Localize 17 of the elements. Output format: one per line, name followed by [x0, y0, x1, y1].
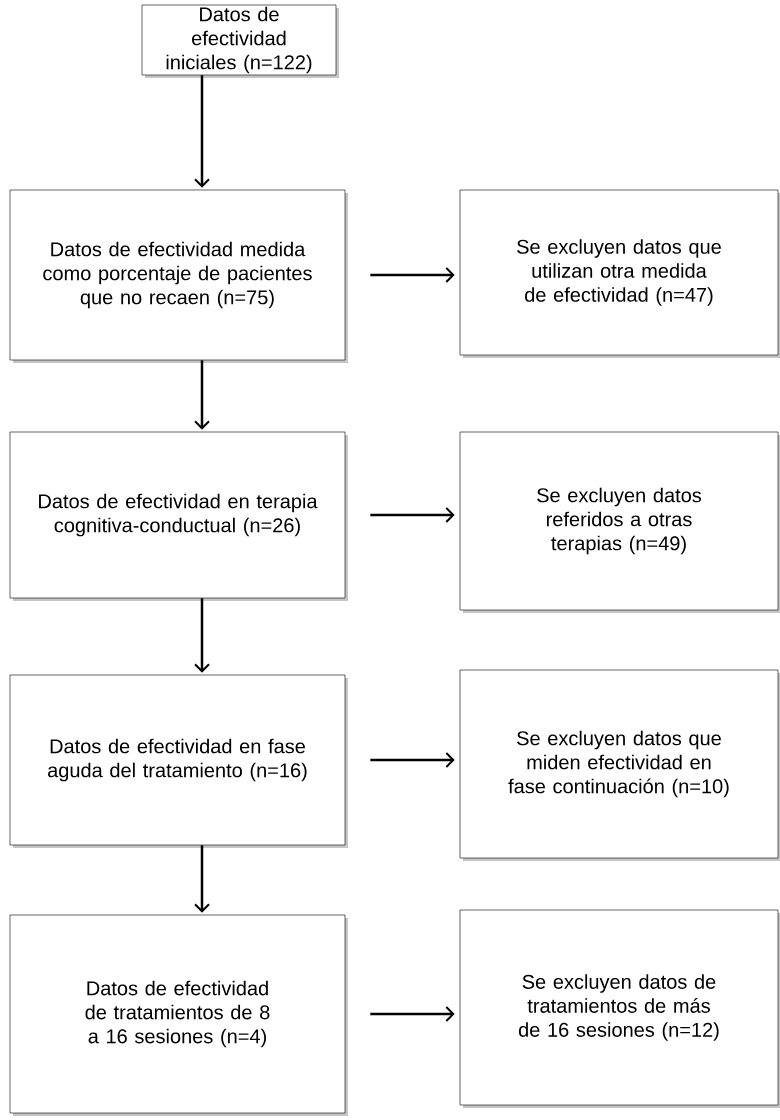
arrow: [194, 75, 210, 188]
process-box: Datos de efectividad en terapia cognitiva-conductual (n=26): [9, 431, 348, 601]
process-box: Datos de efectividad en fase aguda del tratamiento (n=16): [9, 674, 348, 848]
arrow: [194, 360, 210, 430]
process-box: Datos de efectividad iniciales (n=122): [141, 4, 339, 78]
exclusion-box: Se excluyen datos referidos a otras terapias (n=49): [459, 431, 780, 613]
arrow: [194, 598, 210, 673]
exclusion-box: Se excluyen datos que utilizan otra medida de efectividad (n=47): [459, 189, 780, 358]
arrow: [194, 845, 210, 913]
arrow: [370, 752, 455, 768]
exclusion-box: Se excluyen datos de tratamientos de más de 16 sesiones (n=12): [459, 909, 780, 1108]
arrow: [370, 507, 455, 523]
arrow: [370, 1006, 455, 1022]
exclusion-box: Se excluyen datos que miden efectividad en fase continuación (n=10): [459, 669, 780, 861]
process-box: Datos de efectividad medida como porcentaje de pacientes que no recaen (n=75): [9, 189, 348, 363]
process-box: Datos de efectividad de tratamientos de 8 a 16 sesiones (n=4): [9, 914, 348, 1116]
arrow: [370, 267, 455, 283]
